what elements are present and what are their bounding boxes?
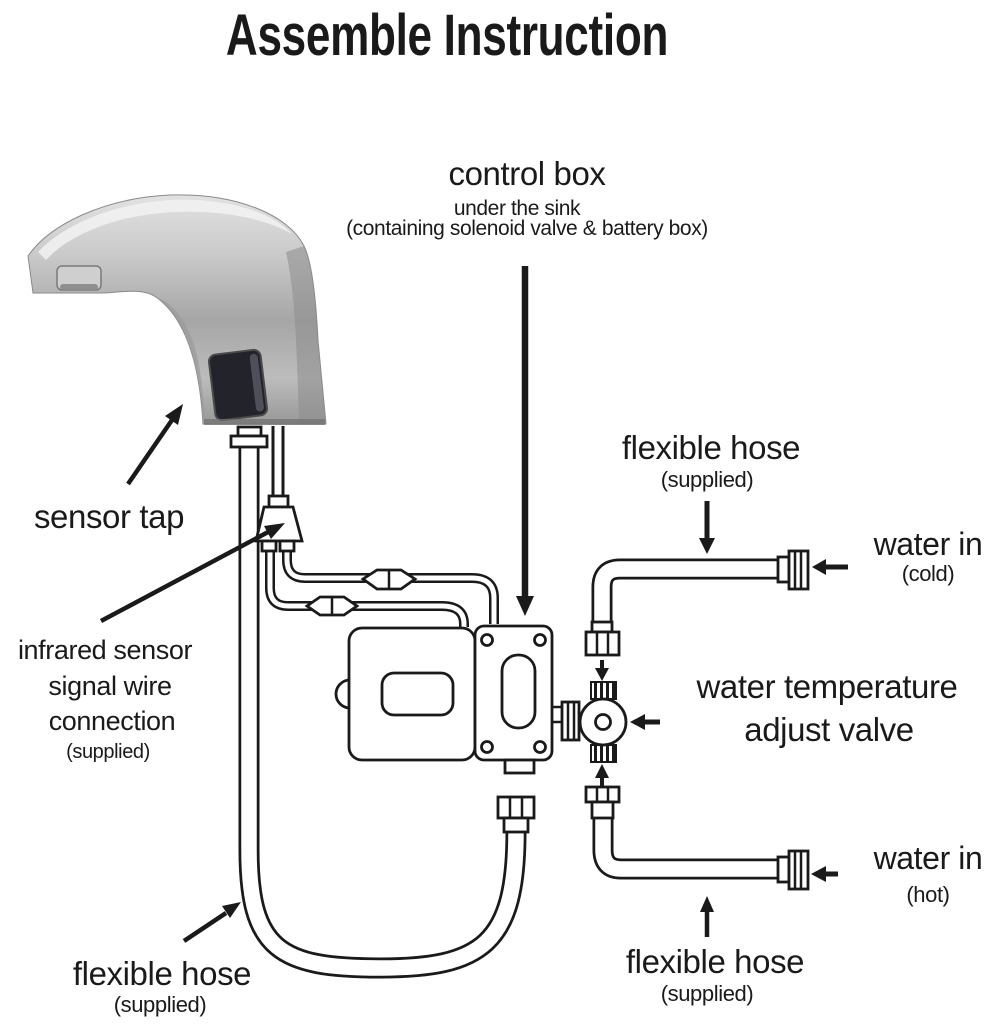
flexible-hose-bl-label: flexible hose (72, 955, 252, 992)
cold-flexible-hose (591, 549, 810, 622)
arrow-flexible-hose-bottom-right (700, 896, 714, 937)
hot-flexible-hose (592, 818, 810, 891)
arrow-infrared-connection (99, 523, 285, 623)
flexible-hose-top-label: flexible hose (621, 429, 801, 466)
arrow-hot-to-valve (595, 764, 609, 786)
arrow-control-box (516, 266, 534, 616)
water-in-cold-label: water in (873, 526, 983, 562)
temp-valve-line1: water temperature (696, 668, 958, 705)
temp-valve-drawing (552, 620, 628, 820)
infrared-sub: (supplied) (66, 741, 150, 763)
flexible-hose-br-sub: (supplied) (660, 981, 754, 1006)
flexible-hose-br-label: flexible hose (625, 943, 805, 980)
control-box-drawing (334, 624, 554, 775)
arrow-cold-to-valve (595, 660, 609, 681)
wire-splice-b (304, 595, 360, 617)
water-in-cold-sub: (cold) (901, 561, 955, 586)
sensor-faucet-photo (27, 194, 327, 425)
temp-valve-line2: adjust valve (744, 711, 914, 748)
u-hose-fitting (496, 795, 536, 834)
arrow-water-in-cold (812, 559, 848, 575)
infrared-sensor-window (207, 348, 269, 422)
control-box-subtitle: under the sink (453, 197, 581, 220)
infrared-line3: connection (48, 706, 176, 736)
water-in-hot-label: water in (873, 840, 983, 876)
control-box-note: (containing solenoid valve & battery box… (346, 217, 708, 240)
infrared-signal-wire-connection (254, 426, 499, 627)
wire-splice-a (360, 568, 418, 591)
infrared-line2: signal wire (48, 671, 172, 701)
sensor-tap-label: sensor tap (33, 498, 185, 535)
arrow-flexible-hose-top (699, 501, 715, 554)
control-box-label: control box (448, 155, 606, 192)
infrared-line1: infrared sensor (17, 635, 193, 665)
flexible-hose-bl-sub: (supplied) (113, 992, 207, 1017)
arrow-water-in-hot (811, 866, 838, 882)
water-in-hot-sub: (hot) (906, 882, 950, 907)
arrow-temp-valve (630, 714, 660, 730)
flexible-hose-top-sub: (supplied) (660, 467, 754, 492)
page-title: Assemble Instruction (225, 3, 669, 68)
u-flexible-hose (229, 425, 527, 979)
arrow-sensor-tap (126, 404, 183, 486)
arrow-flexible-hose-bottom-left (182, 902, 241, 943)
